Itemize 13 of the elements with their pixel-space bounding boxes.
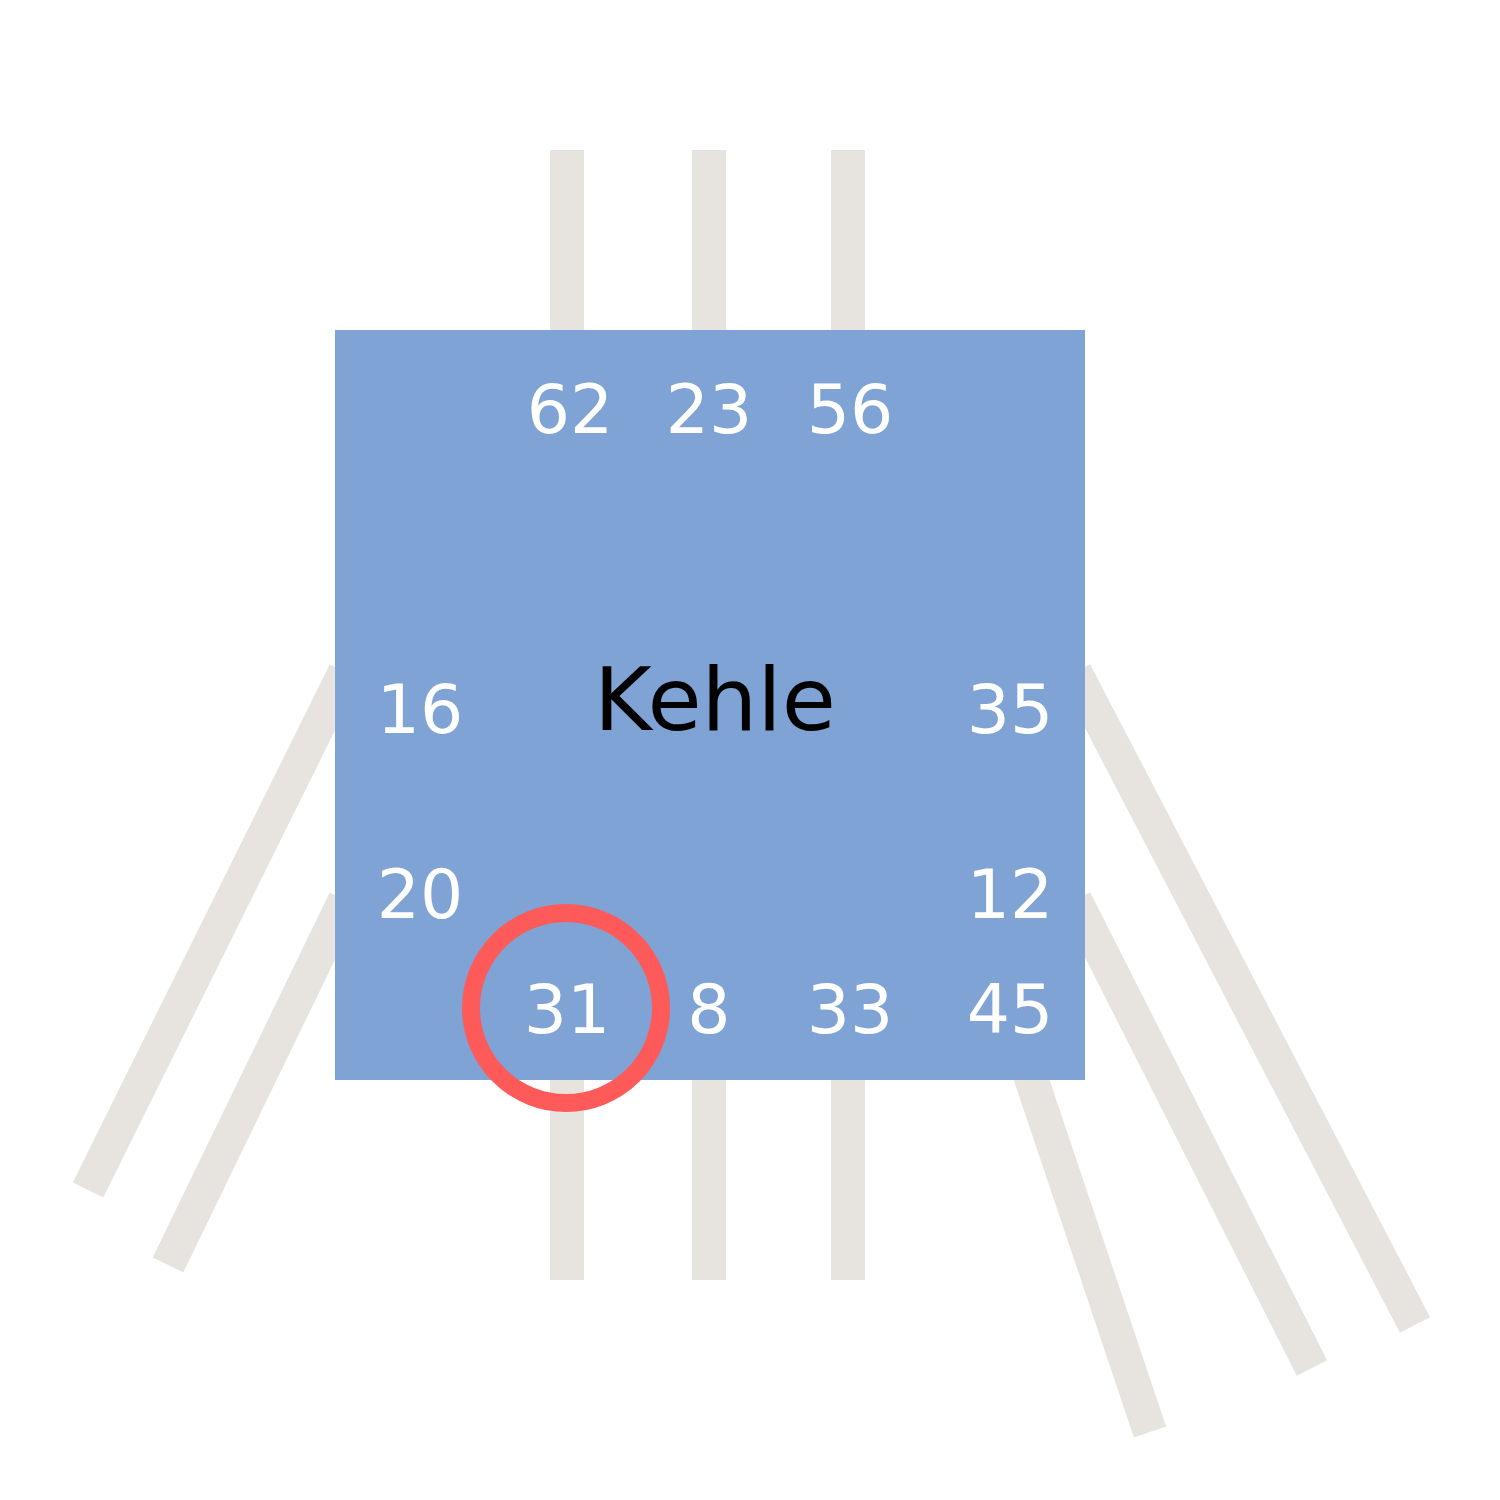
pin-number: 8 <box>687 976 731 1044</box>
chip-body <box>335 330 1085 1080</box>
pin-number: 12 <box>966 861 1054 929</box>
chip-label: Kehle <box>594 656 836 744</box>
pin-number: 16 <box>376 676 464 744</box>
pin-number: 56 <box>806 376 894 444</box>
pin-number: 33 <box>806 976 894 1044</box>
pin-number: 35 <box>966 676 1054 744</box>
pin-number: 20 <box>376 861 464 929</box>
pin-number: 23 <box>665 376 753 444</box>
pin-number: 31 <box>523 976 611 1044</box>
pin-number: 62 <box>526 376 614 444</box>
pin-number: 45 <box>966 976 1054 1044</box>
